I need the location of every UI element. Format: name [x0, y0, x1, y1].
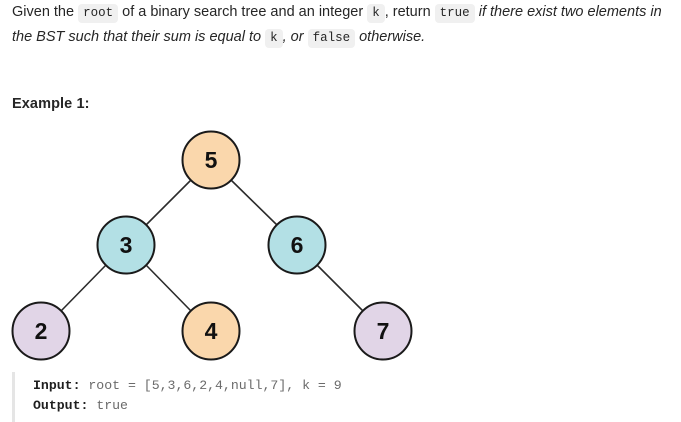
- description-segment-5: , or: [282, 29, 308, 45]
- tree-node-label-6: 6: [291, 232, 304, 258]
- inline-code-true: true: [434, 4, 475, 23]
- tree-node-circle-7: [353, 301, 413, 361]
- input-value: root = [5,3,6,2,4,null,7], k = 9: [80, 378, 342, 393]
- tree-node-5: 5: [181, 130, 241, 190]
- example-input-line: Input: root = [5,3,6,2,4,null,7], k = 9: [33, 376, 667, 396]
- tree-edge-e-6-7: [316, 264, 364, 312]
- example-output-line: Output: true: [33, 396, 667, 416]
- output-label: Output:: [33, 398, 89, 413]
- tree-edge-e-3-2: [60, 264, 107, 312]
- tree-node-3: 3: [96, 215, 156, 275]
- tree-node-4: 4: [181, 301, 241, 361]
- description-segment-4: if there exist two elements in the BST s…: [12, 4, 662, 45]
- tree-node-circle-6: [267, 215, 327, 275]
- description-segment-1: Given the: [12, 4, 79, 20]
- tree-edge-e-5-3: [145, 179, 192, 226]
- tree-edge-e-3-4: [145, 264, 192, 312]
- output-value: true: [88, 398, 128, 413]
- tree-node-label-5: 5: [205, 147, 218, 173]
- tree-node-2: 2: [11, 301, 71, 361]
- tree-node-label-7: 7: [377, 318, 390, 344]
- description-segment-6: otherwise.: [355, 29, 426, 45]
- tree-node-circle-5: [181, 130, 241, 190]
- inline-code-false: false: [307, 29, 356, 48]
- input-label: Input:: [33, 378, 81, 393]
- example-io-block: Input: root = [5,3,6,2,4,null,7], k = 9 …: [12, 372, 667, 422]
- inline-code-root: root: [78, 4, 119, 23]
- description-segment-2: of a binary search tree and an integer: [118, 4, 368, 20]
- tree-svg: 5 3 6 2 4 7: [11, 130, 413, 361]
- binary-tree-diagram: 5 3 6 2 4 7: [0, 120, 440, 368]
- tree-node-label-3: 3: [120, 232, 133, 258]
- tree-edges: [60, 179, 364, 312]
- tree-node-7: 7: [353, 301, 413, 361]
- tree-node-circle-4: [181, 301, 241, 361]
- example-heading: Example 1:: [12, 96, 90, 112]
- tree-edge-e-5-6: [230, 179, 278, 226]
- tree-node-label-2: 2: [35, 318, 48, 344]
- description-segment-3: , return: [384, 4, 435, 20]
- problem-description: Given the root of a binary search tree a…: [12, 0, 680, 50]
- tree-node-label-4: 4: [205, 318, 218, 344]
- tree-nodes: 5 3 6 2 4 7: [11, 130, 413, 361]
- tree-node-circle-3: [96, 215, 156, 275]
- tree-node-circle-2: [11, 301, 71, 361]
- inline-code-k2: k: [265, 29, 283, 48]
- inline-code-k: k: [367, 4, 385, 23]
- tree-node-6: 6: [267, 215, 327, 275]
